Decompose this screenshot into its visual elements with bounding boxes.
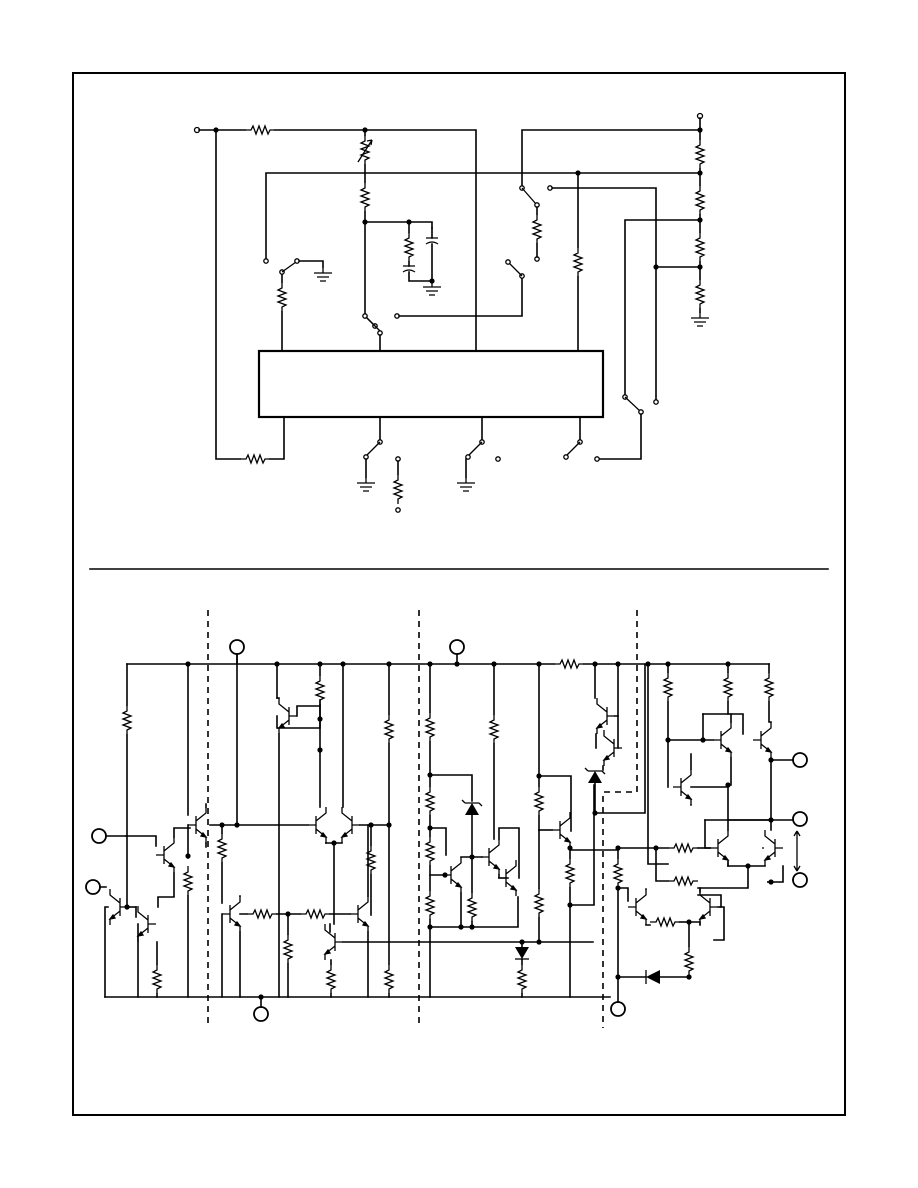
pin-output-2: [792, 811, 808, 827]
page-frame: [72, 72, 846, 1116]
pin-input-2: [85, 879, 101, 895]
pin-output-3: [792, 872, 808, 888]
ic-package: [257, 349, 605, 419]
pin-vcc-1: [229, 639, 245, 655]
pin-vcc-2: [449, 639, 465, 655]
internal-schematic: [85, 610, 808, 1028]
application-circuit: [193, 112, 710, 513]
pin-output-1: [792, 752, 808, 768]
pin-ground-1: [253, 1006, 269, 1022]
pin-input-1: [91, 828, 107, 844]
pin-ground-2: [610, 1001, 626, 1017]
